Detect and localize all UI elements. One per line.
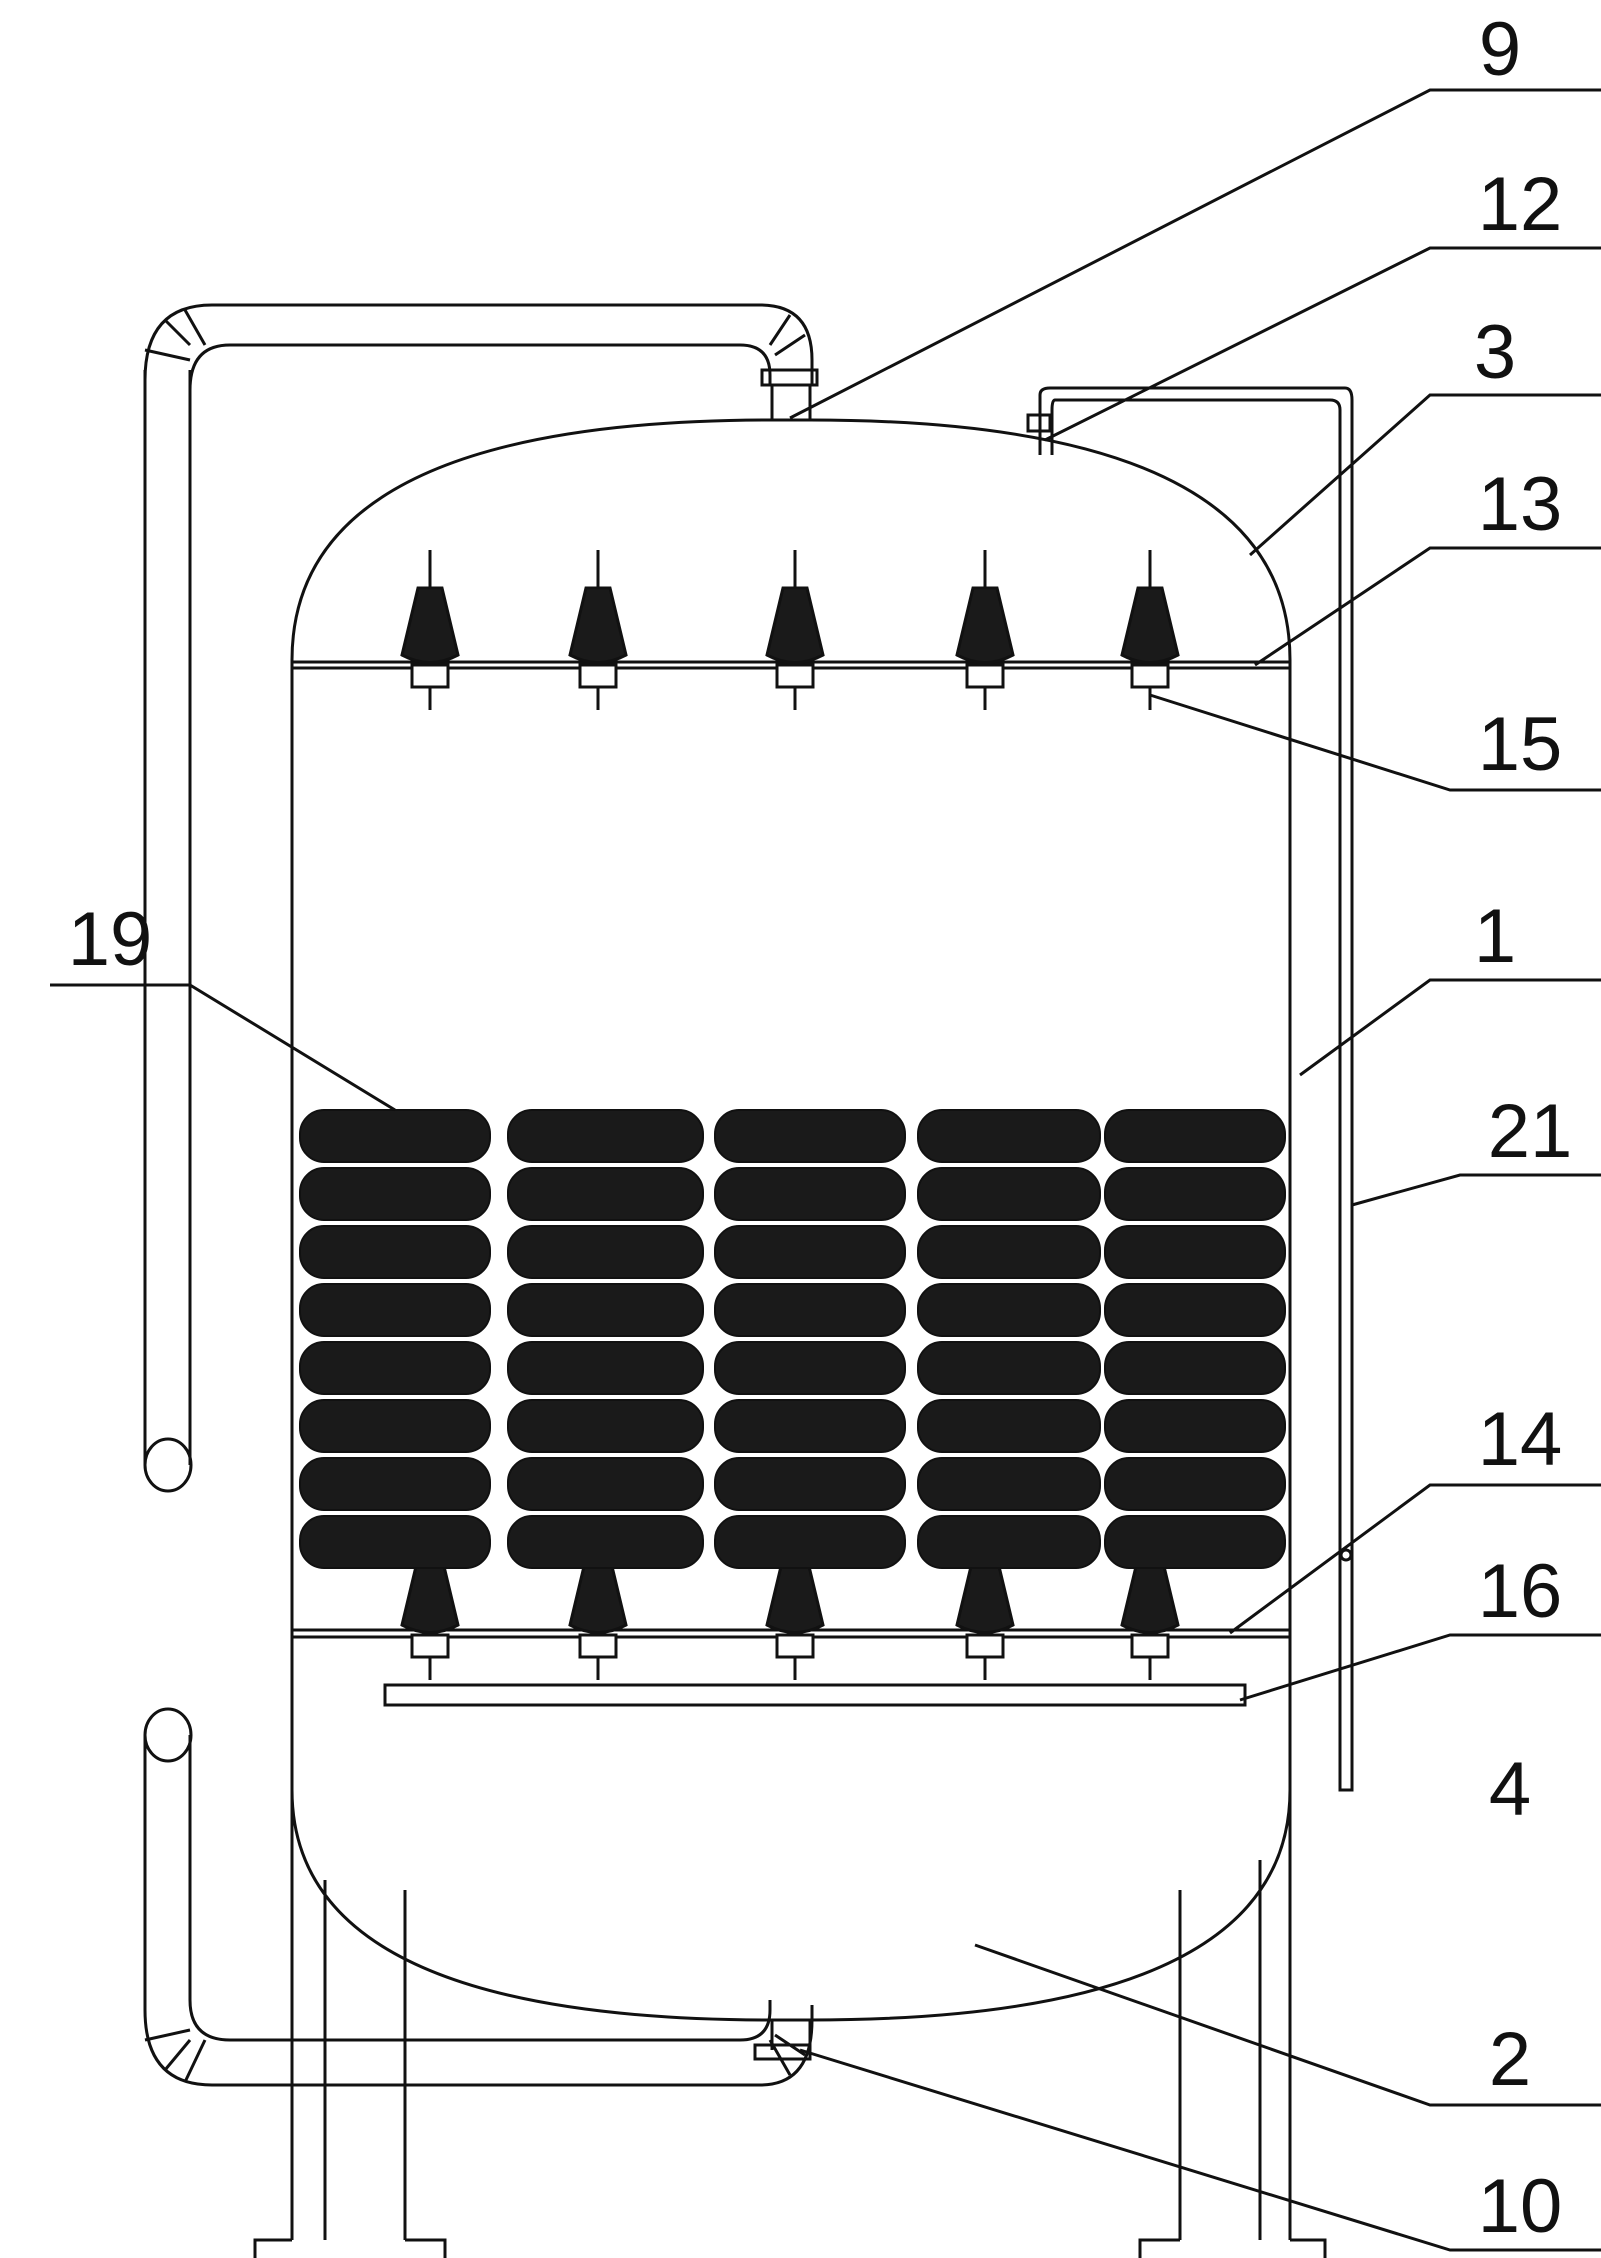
media-cartridge: [1104, 1399, 1286, 1453]
media-cartridge: [1104, 1109, 1286, 1163]
media-cartridge: [714, 1225, 906, 1279]
leader-16: [1239, 1633, 1601, 1702]
distributor-16: [383, 1683, 1247, 1707]
lower-nozzle-5: [1120, 1520, 1180, 1680]
callout-10: 10: [1478, 2164, 1563, 2249]
callout-3: 3: [1474, 310, 1516, 395]
leader-13: [1254, 546, 1601, 667]
filter-media-19: [299, 1109, 1286, 1569]
callout-16: 16: [1478, 1549, 1563, 1634]
media-cartridge: [299, 1109, 491, 1163]
leader-2: [974, 1943, 1601, 2107]
media-cartridge: [299, 1457, 491, 1511]
media-cartridge: [917, 1167, 1101, 1221]
left-lower-pipe: [143, 1735, 814, 2087]
media-cartridge: [917, 1515, 1101, 1569]
media-cartridge: [714, 1457, 906, 1511]
media-cartridge: [1104, 1515, 1286, 1569]
leader-9: [789, 88, 1601, 420]
media-cartridge: [299, 1167, 491, 1221]
callout-19: 19: [68, 897, 153, 982]
media-cartridge: [714, 1283, 906, 1337]
callout-14: 14: [1478, 1397, 1563, 1482]
right-pipe-joint: [1339, 1548, 1353, 1562]
callout-1: 1: [1474, 894, 1516, 979]
media-cartridge: [714, 1341, 906, 1395]
callout-4: 4: [1489, 1747, 1531, 1832]
media-cartridge: [507, 1399, 704, 1453]
upper-nozzle-3: [765, 550, 825, 710]
media-cartridge: [714, 1167, 906, 1221]
left-lower-pipe-inner: [188, 1735, 772, 2042]
media-cartridge: [299, 1515, 491, 1569]
leader-19: [50, 983, 396, 1112]
right-pipe-21: [1038, 386, 1354, 1792]
media-cartridge: [507, 1515, 704, 1569]
leader-14: [1229, 1483, 1601, 1635]
lower-nozzle-row: [400, 1520, 1180, 1680]
callout-13: 13: [1478, 462, 1563, 547]
media-cartridge: [299, 1399, 491, 1453]
leader-15: [1149, 693, 1601, 792]
lower-nozzle-1: [400, 1520, 460, 1680]
leader-lines: [50, 88, 1601, 2252]
top-nozzle-neck: [770, 385, 812, 420]
media-cartridge: [917, 1399, 1101, 1453]
leader-12: [1044, 246, 1601, 442]
callout-2: 2: [1489, 2017, 1531, 2102]
media-cartridge: [1104, 1225, 1286, 1279]
media-cartridge: [917, 1283, 1101, 1337]
leg-right: [1138, 1790, 1327, 2258]
callout-labels: 9 12 3 13 15 1 19 21 14 16 4 2 10: [68, 7, 1573, 2249]
media-cartridge: [507, 1341, 704, 1395]
left-upper-pipe: [143, 303, 814, 470]
lower-nozzle-3: [765, 1520, 825, 1680]
leader-3: [1249, 393, 1601, 557]
media-cartridge: [714, 1515, 906, 1569]
callout-9: 9: [1479, 7, 1521, 92]
callout-15: 15: [1478, 702, 1563, 787]
leader-1: [1299, 978, 1601, 1077]
right-upper-elbow: [768, 314, 806, 357]
media-cartridge: [1104, 1283, 1286, 1337]
leg-left: [253, 1790, 447, 2258]
media-cartridge: [507, 1109, 704, 1163]
media-cartridge: [917, 1457, 1101, 1511]
left-upper-elbow: [144, 309, 207, 362]
upper-nozzle-row: [400, 550, 1180, 710]
upper-nozzle-5: [1120, 550, 1180, 710]
media-cartridge: [507, 1225, 704, 1279]
media-cartridge: [714, 1399, 906, 1453]
media-cartridge: [714, 1109, 906, 1163]
callout-12: 12: [1478, 162, 1563, 247]
media-cartridge: [1104, 1341, 1286, 1395]
leader-21: [1351, 1173, 1601, 1207]
upper-nozzle-4: [955, 550, 1015, 710]
media-cartridge: [917, 1225, 1101, 1279]
media-cartridge: [507, 1283, 704, 1337]
media-cartridge: [1104, 1457, 1286, 1511]
leader-10: [799, 2048, 1601, 2252]
media-cartridge: [299, 1283, 491, 1337]
left-lower-elbow: [144, 2028, 207, 2083]
media-cartridge: [507, 1457, 704, 1511]
left-upper-pipe-drop: [143, 370, 192, 1465]
media-cartridge: [917, 1341, 1101, 1395]
left-upper-pipe-end: [143, 1437, 193, 1493]
media-cartridge: [1104, 1167, 1286, 1221]
callout-21: 21: [1488, 1089, 1573, 1174]
top-nozzle-9: [760, 368, 819, 387]
media-cartridge: [507, 1167, 704, 1221]
media-cartridge: [299, 1341, 491, 1395]
media-cartridge: [917, 1109, 1101, 1163]
left-lower-pipe-end: [143, 1707, 193, 1763]
left-upper-pipe-inner: [188, 343, 772, 470]
upper-nozzle-1: [400, 550, 460, 710]
upper-nozzle-2: [568, 550, 628, 710]
media-cartridge: [299, 1225, 491, 1279]
valve-12: [1026, 413, 1052, 433]
